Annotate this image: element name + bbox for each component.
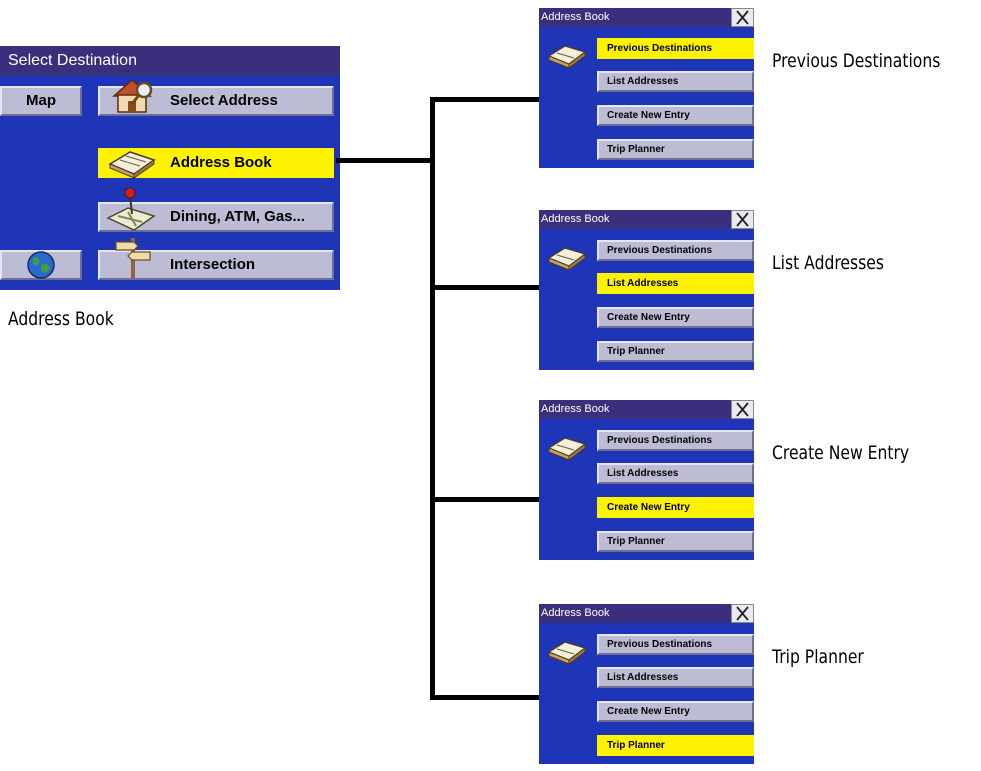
- list-addresses-label: List Addresses: [607, 672, 679, 683]
- connector-branch-2: [430, 285, 539, 290]
- list-addresses-label: List Addresses: [607, 468, 679, 479]
- previous-destinations-label: Previous Destinations: [607, 43, 713, 54]
- map-pin-icon: [106, 187, 156, 231]
- create-new-entry-button[interactable]: Create New Entry: [597, 701, 754, 722]
- caption-previous-destinations: Previous Destinations: [772, 50, 941, 72]
- close-button[interactable]: [731, 8, 754, 27]
- trip-planner-button[interactable]: Trip Planner: [597, 735, 754, 756]
- close-icon: [736, 212, 749, 227]
- list-addresses-button[interactable]: List Addresses: [597, 273, 754, 294]
- close-button[interactable]: [731, 604, 754, 623]
- open-book-icon: [108, 151, 156, 179]
- open-book-icon: [547, 45, 587, 69]
- previous-destinations-button[interactable]: Previous Destinations: [597, 430, 754, 451]
- close-icon: [736, 402, 749, 417]
- address-book-label: Address Book: [170, 154, 272, 171]
- trip-planner-label: Trip Planner: [607, 740, 665, 751]
- address-book-title: Address Book: [539, 210, 754, 229]
- close-button[interactable]: [731, 400, 754, 419]
- screen-title: Select Destination: [0, 46, 340, 76]
- address-book-title: Address Book: [539, 8, 754, 27]
- trip-planner-button[interactable]: Trip Planner: [597, 341, 754, 362]
- trip-planner-label: Trip Planner: [607, 144, 665, 155]
- connector-branch-3: [430, 497, 539, 502]
- trip-planner-label: Trip Planner: [607, 346, 665, 357]
- previous-destinations-label: Previous Destinations: [607, 639, 713, 650]
- previous-destinations-button[interactable]: Previous Destinations: [597, 38, 754, 59]
- trip-planner-button[interactable]: Trip Planner: [597, 531, 754, 552]
- previous-destinations-label: Previous Destinations: [607, 435, 713, 446]
- list-addresses-label: List Addresses: [607, 76, 679, 87]
- close-icon: [736, 606, 749, 621]
- intersection-button[interactable]: Intersection: [98, 250, 334, 280]
- globe-icon: [27, 251, 55, 279]
- main-caption: Address Book: [8, 308, 114, 330]
- caption-create-new-entry: Create New Entry: [772, 442, 910, 464]
- close-button[interactable]: [731, 210, 754, 229]
- list-addresses-button[interactable]: List Addresses: [597, 667, 754, 688]
- trip-planner-button[interactable]: Trip Planner: [597, 139, 754, 160]
- connector-trunk: [430, 97, 435, 700]
- select-destination-screen: Select Destination Map Select Address Ad…: [0, 46, 340, 290]
- list-addresses-button[interactable]: List Addresses: [597, 463, 754, 484]
- address-book-title: Address Book: [539, 400, 754, 419]
- dining-atm-gas-label: Dining, ATM, Gas...: [170, 208, 305, 225]
- caption-list-addresses: List Addresses: [772, 252, 884, 274]
- create-new-entry-label: Create New Entry: [607, 312, 690, 323]
- create-new-entry-label: Create New Entry: [607, 706, 690, 717]
- create-new-entry-label: Create New Entry: [607, 110, 690, 121]
- list-addresses-button[interactable]: List Addresses: [597, 71, 754, 92]
- previous-destinations-button[interactable]: Previous Destinations: [597, 240, 754, 261]
- previous-destinations-label: Previous Destinations: [607, 245, 713, 256]
- intersection-label: Intersection: [170, 256, 256, 273]
- create-new-entry-button[interactable]: Create New Entry: [597, 105, 754, 126]
- create-new-entry-label: Create New Entry: [607, 502, 690, 513]
- caption-trip-planner: Trip Planner: [772, 646, 864, 668]
- house-magnifier-icon: [112, 78, 153, 113]
- create-new-entry-button[interactable]: Create New Entry: [597, 307, 754, 328]
- map-button[interactable]: Map: [0, 86, 82, 116]
- connector-main: [336, 158, 432, 163]
- address-book-title: Address Book: [539, 604, 754, 623]
- connector-branch-1: [430, 97, 539, 102]
- trip-planner-label: Trip Planner: [607, 536, 665, 547]
- open-book-icon: [547, 437, 587, 461]
- list-addresses-label: List Addresses: [607, 278, 679, 289]
- open-book-icon: [547, 641, 587, 665]
- open-book-icon: [547, 247, 587, 271]
- select-address-label: Select Address: [170, 92, 278, 109]
- connector-branch-4: [430, 695, 539, 700]
- create-new-entry-button[interactable]: Create New Entry: [597, 497, 754, 518]
- map-button-label: Map: [26, 92, 56, 109]
- close-icon: [736, 10, 749, 25]
- signpost-icon: [115, 238, 151, 278]
- previous-destinations-button[interactable]: Previous Destinations: [597, 634, 754, 655]
